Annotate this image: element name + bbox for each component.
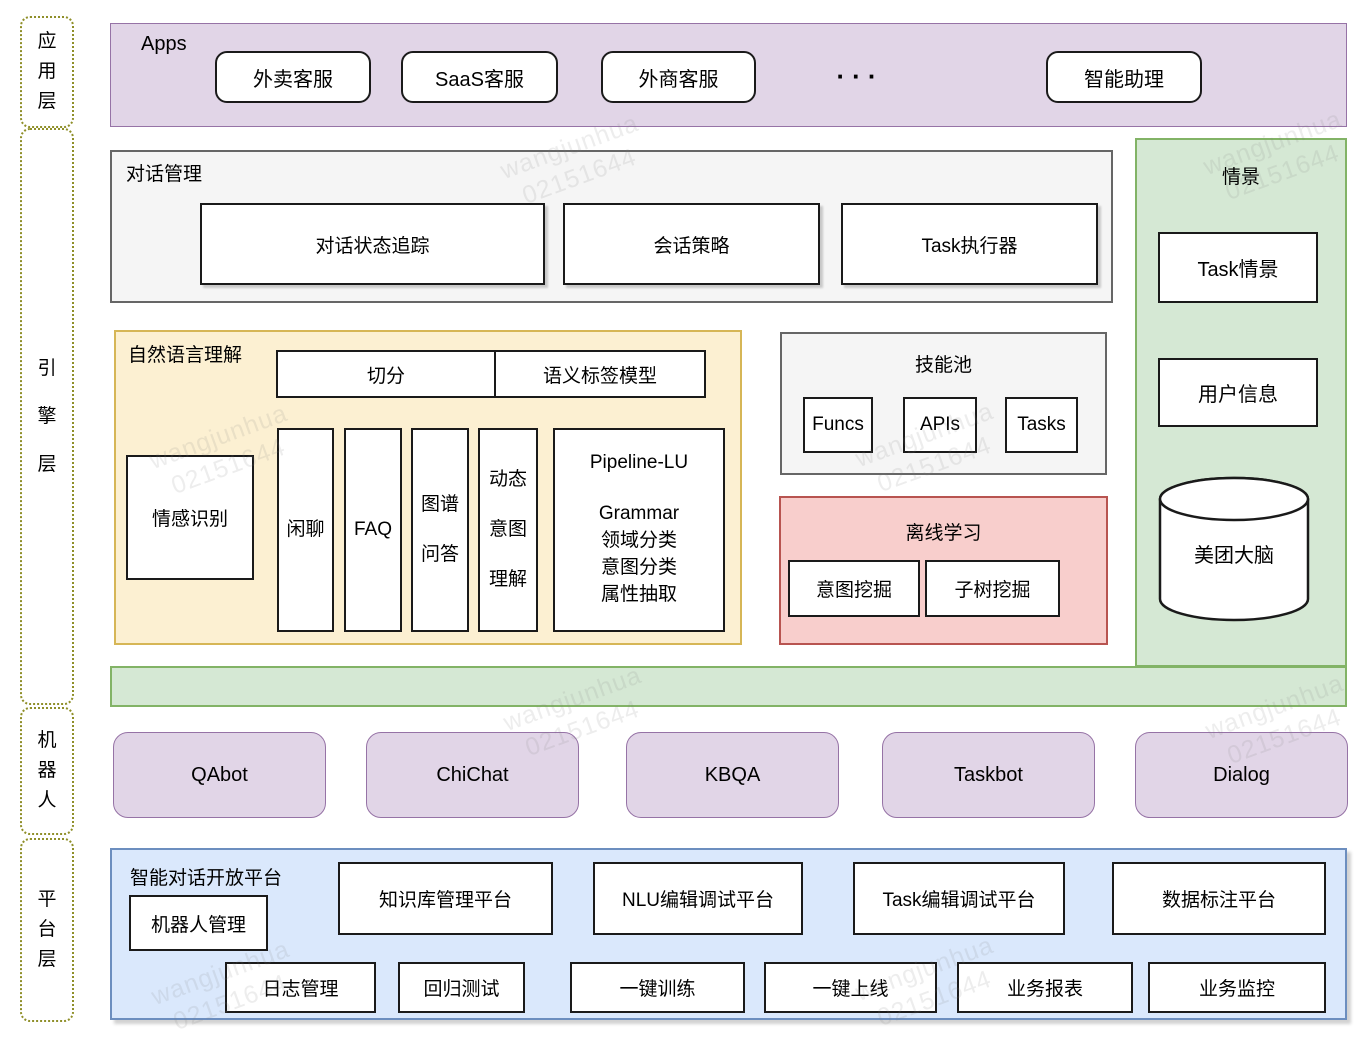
pipeline-line-domain: 领域分类	[600, 530, 677, 551]
robot-qabot: QAbot	[113, 732, 326, 818]
pipeline-line-grammar: Grammar	[598, 503, 680, 524]
robot-kbqa: KBQA	[626, 732, 839, 818]
business-monitor-box: 业务监控	[1148, 962, 1326, 1013]
meituan-brain-database: 美团大脑	[1158, 475, 1310, 623]
pipeline-line-intent: 意图分类	[600, 557, 677, 578]
user-info-box: 用户信息	[1158, 358, 1318, 427]
skill-pool-title: 技能池	[914, 355, 972, 376]
layer-label-robot-text: 机器人	[37, 730, 57, 811]
task-context-box: Task情景	[1158, 232, 1318, 303]
robot-taskbot: Taskbot	[882, 732, 1095, 818]
dialog-management-title: 对话管理	[126, 164, 203, 185]
chitchat-text: 闲聊	[286, 519, 325, 540]
layer-label-robot: 机器人	[20, 707, 74, 835]
one-click-online-box: 一键上线	[764, 962, 937, 1013]
regression-test-box: 回归测试	[398, 962, 525, 1013]
layer-label-platform: 平台层	[20, 838, 74, 1022]
funcs-box: Funcs	[803, 397, 873, 453]
app-button: SaaS客服	[401, 51, 558, 103]
emotion-recognition-box: 情感识别	[126, 455, 254, 580]
business-report-box: 业务报表	[957, 962, 1133, 1013]
app-button: 外卖客服	[215, 51, 371, 103]
session-strategy-box: 会话策略	[563, 203, 820, 285]
nlu-title: 自然语言理解	[128, 345, 243, 366]
layer-label-application: 应用层	[20, 16, 74, 128]
dynamic-intent-box: 动态意图理解	[478, 428, 538, 632]
dynamic-intent-text: 动态意图理解	[488, 469, 527, 590]
faq-text: FAQ	[353, 519, 392, 540]
layer-label-engine-text: 引擎层	[37, 357, 57, 475]
app-button: 外商客服	[601, 51, 756, 103]
kg-qa-text: 图谱问答	[420, 494, 459, 565]
platform-title: 智能对话开放平台	[130, 868, 283, 889]
apps-band-title: Apps	[141, 33, 187, 55]
layer-label-engine: 引擎层	[20, 128, 74, 705]
nlu-top-split-box: 切分 语义标签模型	[276, 350, 706, 398]
dialog-state-tracking-box: 对话状态追踪	[200, 203, 545, 285]
nlu-edit-debug-platform-box: NLU编辑调试平台	[593, 862, 803, 935]
segmentation-cell: 切分	[278, 352, 496, 396]
layer-label-platform-text: 平台层	[37, 889, 57, 970]
data-annotation-platform-box: 数据标注平台	[1112, 862, 1326, 935]
offline-learning-title: 离线学习	[905, 523, 982, 544]
pipeline-line-attribute: 属性抽取	[600, 584, 677, 605]
subtree-mining-box: 子树挖掘	[925, 560, 1060, 617]
intent-mining-box: 意图挖掘	[788, 560, 920, 617]
chitchat-box: 闲聊	[277, 428, 334, 632]
kg-qa-box: 图谱问答	[411, 428, 469, 632]
layer-label-application-text: 应用层	[37, 31, 57, 112]
semantic-label-model-cell: 语义标签模型	[542, 365, 657, 387]
apps-ellipsis: ···	[836, 60, 884, 91]
pipeline-lu-box: Pipeline-LU Grammar 领域分类 意图分类 属性抽取	[553, 428, 725, 632]
robot-chichat: ChiChat	[366, 732, 579, 818]
kb-management-platform-box: 知识库管理平台	[338, 862, 553, 935]
pipeline-lu-title: Pipeline-LU	[589, 452, 689, 473]
one-click-train-box: 一键训练	[570, 962, 745, 1013]
context-panel-title: 情景	[1221, 167, 1260, 188]
database-cylinder-icon	[1158, 476, 1310, 622]
tasks-box: Tasks	[1005, 397, 1078, 453]
context-strip	[110, 666, 1347, 707]
log-management-box: 日志管理	[225, 962, 376, 1013]
faq-box: FAQ	[344, 428, 402, 632]
task-executor-box: Task执行器	[841, 203, 1098, 285]
task-edit-debug-platform-box: Task编辑调试平台	[853, 862, 1065, 935]
meituan-brain-label: 美团大脑	[1194, 545, 1274, 567]
robot-dialog: Dialog	[1135, 732, 1348, 818]
bot-management-box: 机器人管理	[129, 895, 268, 951]
apis-box: APIs	[903, 397, 977, 453]
app-button: 智能助理	[1046, 51, 1202, 103]
